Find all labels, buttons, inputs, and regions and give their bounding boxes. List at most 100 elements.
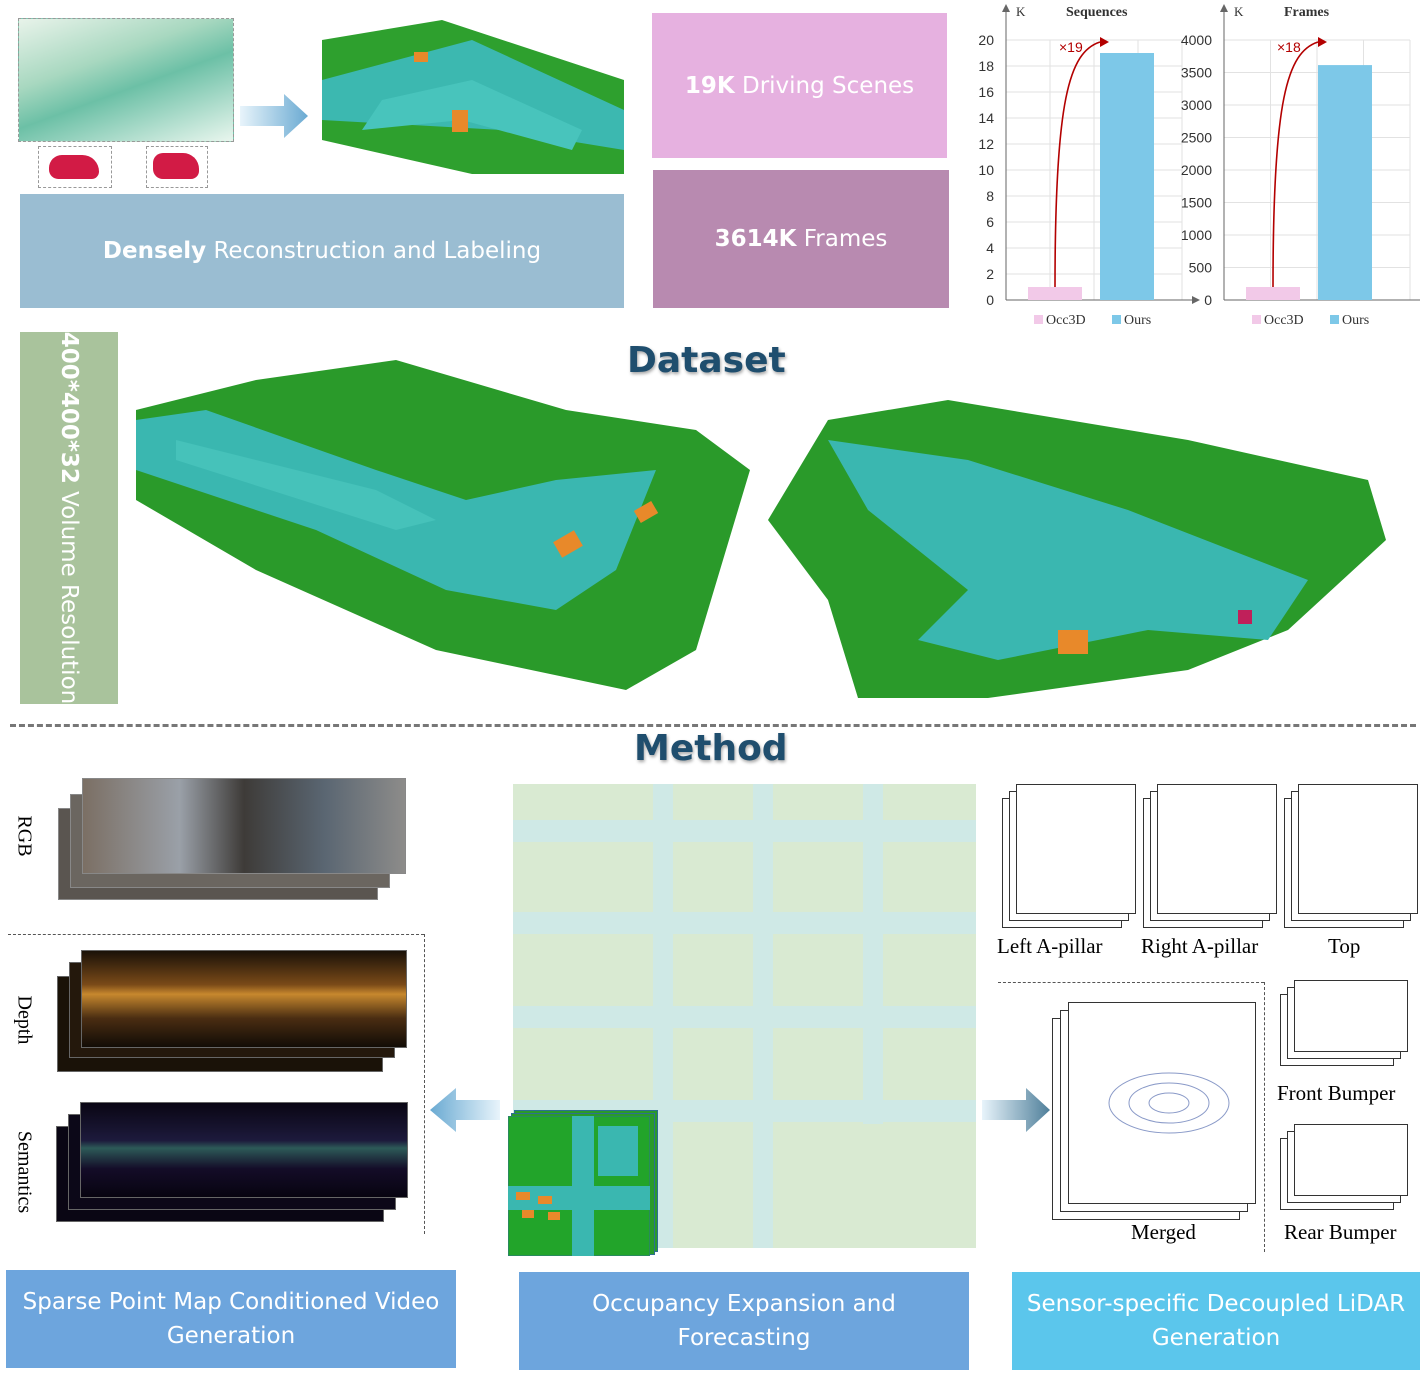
x-axis-arrow [1192,296,1200,304]
y-axis-arrow [1002,4,1010,12]
method-title: Method [634,728,788,769]
legend-swatch [1112,315,1121,324]
right-a-pillar-image [1157,784,1277,914]
lidar-generation-text: Sensor-specific Decoupled LiDAR Generati… [1026,1291,1406,1351]
resolution-rest-text: Volume Resolution [56,483,82,705]
depth-label: Depth [13,995,36,1045]
legend-label: Ours [1342,313,1369,328]
resolution-bold-text: 400*400*32 [56,331,82,484]
y-tick-label: 3000 [1181,97,1212,113]
occupancy-scene-left-image [136,360,750,690]
occupancy-input-map [508,1116,650,1256]
bar-occ3d [1028,287,1082,300]
car-crop-2 [146,146,208,188]
video-generation-text: Sparse Point Map Conditioned Video Gener… [22,1289,440,1349]
y-tick-label: 18 [978,58,994,74]
frames-chart: 0 500 1000 1500 2000 2500 3000 3500 4000 K Frames ×… [1181,4,1420,328]
y-tick-label: 4000 [1181,32,1212,48]
legend-label: Occ3D [1264,313,1304,328]
lidar-dashed-horizontal [998,982,1264,983]
top-label: Top [1328,934,1361,958]
legend-swatch [1330,315,1339,324]
legend-swatch [1252,315,1261,324]
densely-rest-text: Reconstruction and Labeling [206,238,542,264]
rear-bumper-label: Rear Bumper [1284,1220,1397,1244]
video-generation-box: Sparse Point Map Conditioned Video Gener… [6,1270,456,1368]
y-tick-label: 20 [978,32,994,48]
y-tick-label: 3500 [1181,65,1212,81]
y-tick-label: 500 [1189,260,1213,276]
y-tick-label: 0 [986,292,994,308]
rear-bumper-image [1294,1124,1408,1196]
arrow-right-icon-method [982,1088,1050,1132]
bar-ours [1318,65,1372,300]
y-tick-label: 2 [986,266,994,282]
frames-bold-text: 3614K [714,226,797,252]
densely-bold-text: Densely [102,238,207,264]
legend-label: Occ3D [1046,313,1086,328]
occupancy-expansion-text: Occupancy Expansion and Forecasting [592,1291,896,1351]
occupancy-scene-right-image [768,400,1386,698]
y-tick-label: 2000 [1181,162,1212,178]
bar-occ3d [1246,287,1300,300]
dataset-title: Dataset [627,340,786,381]
chart-title: Frames [1284,5,1330,20]
densely-reconstruction-box: Densely Reconstruction and Labeling [20,194,624,308]
section-divider [10,724,1416,727]
y-tick-label: 0 [1204,292,1212,308]
growth-arrowhead [1100,37,1109,47]
lidar-dashed-vertical [1264,982,1265,1252]
lidar-generation-box: Sensor-specific Decoupled LiDAR Generati… [1012,1272,1420,1370]
y-tick-label: 12 [978,136,994,152]
chart-title: Sequences [1066,5,1128,20]
y-tick-label: 1500 [1181,195,1212,211]
occupancy-expansion-box: Occupancy Expansion and Forecasting [519,1272,969,1370]
y-tick-label: 16 [978,84,994,100]
scenes-rest-text: Driving Scenes [734,72,915,99]
bar-ours [1100,53,1154,300]
semantics-label: Semantics [13,1130,36,1214]
growth-annotation: ×18 [1277,39,1301,55]
car-crop-1 [38,146,112,188]
point-cloud-image [18,18,234,142]
y-tick-label: 8 [986,188,994,204]
rgb-image [82,778,406,874]
y-axis-arrow [1220,4,1228,12]
merged-lidar-image [1068,1002,1256,1204]
merged-label: Merged [1131,1220,1196,1244]
unit-label: K [1234,4,1244,19]
depth-image [81,950,407,1048]
y-tick-label: 4 [986,240,994,256]
growth-annotation: ×19 [1059,39,1083,55]
growth-arrow [1272,41,1319,288]
y-tick-label: 10 [978,162,994,178]
y-tick-label: 1000 [1181,227,1212,243]
scenes-bold-text: 19K [684,72,735,99]
legend-label: Ours [1124,313,1151,328]
right-a-pillar-label: Right A-pillar [1141,934,1259,958]
occupancy-small-image [322,20,624,174]
semantics-image [80,1102,408,1198]
arrow-left-icon [430,1088,500,1132]
resolution-box: 400*400*32 Volume Resolution [20,332,118,704]
top-lidar-image [1298,784,1418,914]
left-dashed-vertical [424,934,425,1234]
legend-swatch [1034,315,1043,324]
frames-box: 3614K Frames [653,170,949,308]
driving-scenes-box: 19K Driving Scenes [652,13,947,158]
y-tick-label: 14 [978,110,994,126]
arrow-right-icon [240,94,308,138]
rgb-label: RGB [13,815,36,857]
front-bumper-label: Front Bumper [1277,1081,1396,1105]
frames-rest-text: Frames [796,226,888,252]
y-tick-label: 6 [986,214,994,230]
growth-arrow [1054,41,1101,288]
front-bumper-image [1294,980,1408,1052]
left-a-pillar-image [1016,784,1136,914]
y-tick-label: 2500 [1181,130,1212,146]
left-dashed-horizontal [8,934,424,935]
unit-label: K [1016,4,1026,19]
left-a-pillar-label: Left A-pillar [997,934,1103,958]
